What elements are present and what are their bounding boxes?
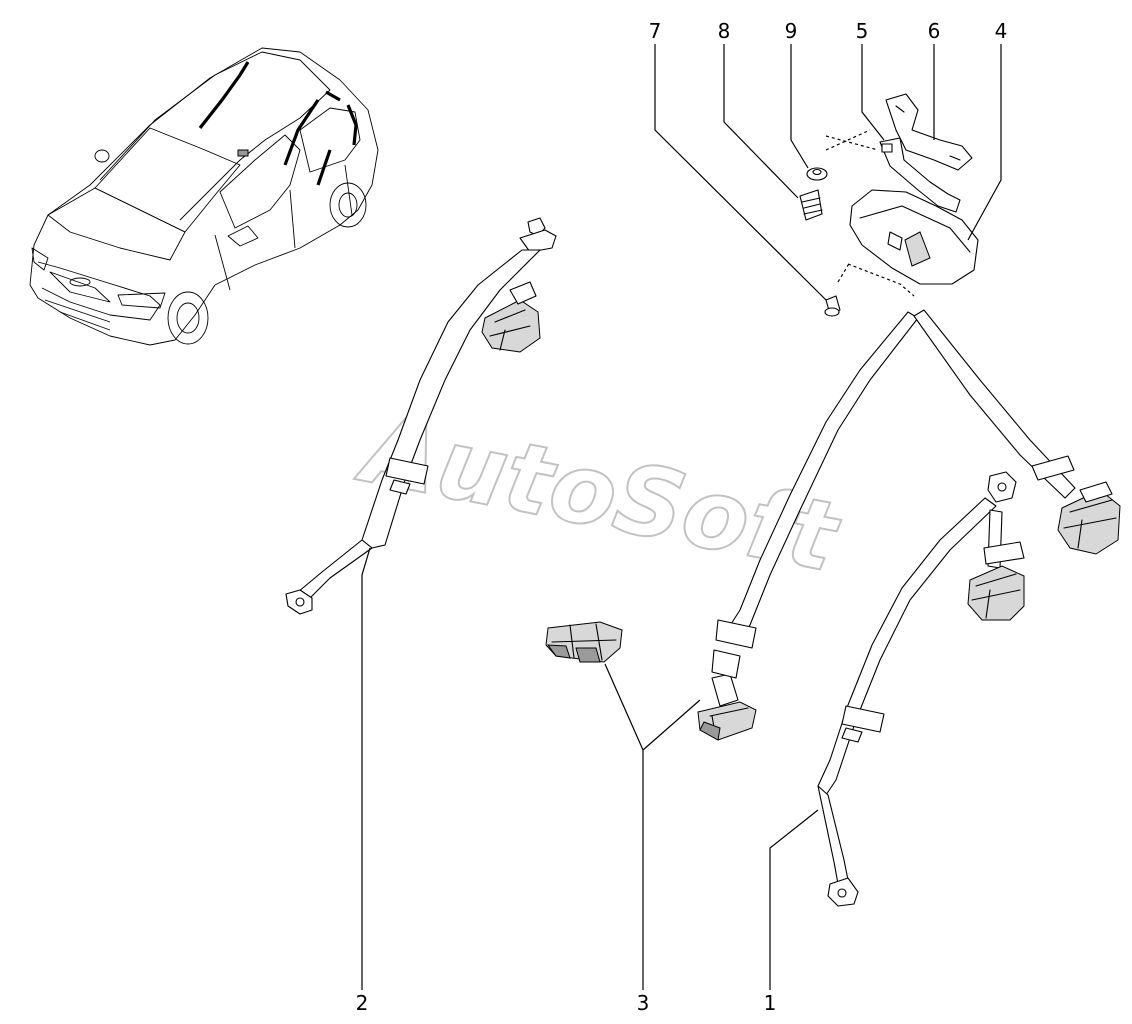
callout-8: 8	[718, 19, 731, 43]
part-2-rear-belt-assembly	[285, 217, 557, 615]
car-overview-illustration	[29, 47, 379, 346]
part-3-buckles	[545, 621, 757, 741]
upper-mount-hardware	[799, 93, 979, 317]
leader-7	[654, 44, 827, 301]
callout-5: 5	[856, 19, 869, 43]
callout-9: 9	[785, 19, 798, 43]
leader-4	[967, 44, 1002, 241]
callout-labels: 1 2 3 4 5 6 7 8 9	[356, 19, 1008, 1015]
leader-lines	[361, 44, 1002, 990]
callout-1: 1	[764, 991, 777, 1015]
center-belt-assembly	[711, 309, 1121, 679]
callout-4: 4	[995, 19, 1008, 43]
leader-9	[790, 44, 809, 169]
leader-3	[604, 663, 701, 990]
leader-1	[769, 809, 819, 990]
leader-2	[361, 547, 371, 990]
callout-7: 7	[649, 19, 662, 43]
leader-5	[861, 44, 885, 141]
callout-2: 2	[356, 991, 369, 1015]
part-1-front-belt-assembly	[817, 471, 1025, 907]
callout-6: 6	[928, 19, 941, 43]
callout-3: 3	[637, 991, 650, 1015]
leader-8	[723, 44, 799, 199]
